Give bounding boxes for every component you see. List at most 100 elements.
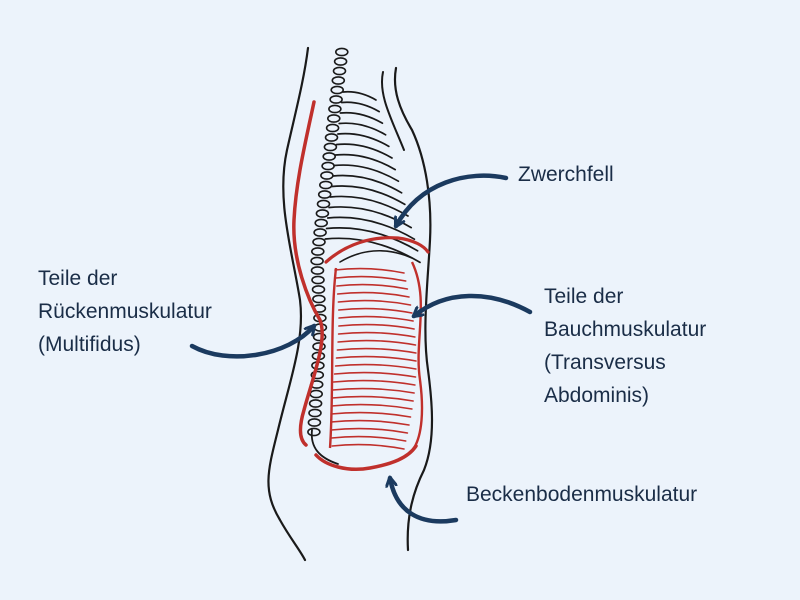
vertebra	[309, 389, 324, 399]
multifidus-muscle-line	[292, 100, 324, 447]
vertebra	[334, 47, 349, 57]
vertebra	[317, 190, 332, 199]
vertebra	[323, 142, 338, 152]
label-zwerchfell-line: Zwerchfell	[518, 163, 614, 186]
transversus-muscle	[328, 261, 424, 450]
transversus-stroke	[331, 387, 415, 394]
rib-line	[329, 195, 409, 217]
label-ruecken-line-1: Teile der	[38, 267, 118, 290]
label-becken-line: Beckenbodenmuskulatur	[466, 483, 698, 506]
vertebra	[311, 275, 325, 285]
vertebra	[329, 95, 343, 104]
transversus-front-wall	[410, 261, 424, 449]
vertebra	[310, 256, 324, 266]
transversus-stroke	[332, 379, 416, 386]
transversus-stroke	[336, 283, 409, 290]
vertebra	[320, 171, 334, 180]
transversus-stroke	[338, 307, 413, 314]
back-outline	[267, 46, 310, 562]
arrow-bauch	[414, 293, 533, 319]
transversus-stroke	[330, 411, 412, 418]
vertebra	[324, 133, 339, 142]
vertebra	[318, 180, 333, 190]
label-ruecken-line-2: Rückenmuskulatur	[38, 300, 212, 323]
pelvic-floor-line	[314, 444, 418, 471]
transversus-stroke	[333, 371, 417, 378]
transversus-stroke	[330, 435, 407, 442]
vertebra	[321, 161, 335, 171]
vertebra	[325, 123, 340, 133]
label-rueckenmuskulatur: Teile der Rückenmuskulatur (Multifidus)	[38, 262, 212, 361]
rib-line	[335, 143, 393, 159]
vertebra	[322, 152, 337, 161]
transversus-stroke	[338, 323, 415, 330]
label-bauch-line-1: Teile der	[544, 285, 624, 308]
vertebra	[331, 76, 346, 85]
transversus-stroke	[330, 427, 409, 434]
chest-outline	[381, 71, 405, 151]
rib-line	[342, 90, 377, 101]
vertebra	[310, 266, 325, 275]
transversus-stroke	[331, 443, 405, 450]
label-bauch-line-3: (Transversus	[544, 351, 666, 374]
rib-line	[339, 111, 384, 125]
vertebra	[313, 228, 327, 237]
pelvic-bowl-outline	[310, 429, 339, 465]
transversus-stroke	[338, 315, 414, 322]
vertebra	[326, 114, 341, 123]
vertebra	[312, 332, 327, 342]
transversus-stroke	[331, 395, 414, 402]
vertebra	[312, 294, 326, 304]
arrow-zwerchfell	[393, 173, 509, 226]
transversus-stroke	[336, 347, 417, 354]
arrow-becken	[390, 478, 459, 524]
transversus-stroke	[334, 363, 417, 370]
label-bauch-line-4: Abdominis)	[544, 384, 650, 407]
transversus-stroke	[334, 267, 405, 274]
transversus-stroke	[337, 331, 416, 338]
front-outline	[393, 66, 434, 552]
label-bauchmuskulatur: Teile der Bauchmuskulatur (Transversus A…	[544, 280, 706, 412]
rib-line	[337, 132, 390, 148]
transversus-stroke	[335, 355, 417, 362]
vertebra	[310, 370, 325, 380]
vertebra	[316, 199, 331, 209]
transversus-stroke	[335, 275, 407, 282]
transversus-stroke	[337, 339, 417, 346]
transversus-stroke	[330, 419, 410, 426]
transversus-back-wall	[328, 267, 338, 449]
vertebra	[332, 66, 347, 76]
vertebra	[307, 418, 322, 427]
rib-line	[326, 216, 416, 241]
vertebra	[328, 104, 342, 114]
diaphragm-line	[324, 236, 430, 264]
rib-line	[338, 122, 387, 136]
vertebra	[308, 408, 322, 418]
transversus-stroke	[337, 299, 412, 306]
diaphragm-base-line	[339, 249, 413, 263]
rib-line	[340, 101, 381, 113]
vertebra	[308, 399, 323, 408]
vertebra	[330, 85, 345, 95]
rib-line	[334, 153, 397, 171]
label-ruecken-line-3: (Multifidus)	[38, 333, 141, 356]
label-bauch-line-2: Bauchmuskulatur	[544, 318, 707, 341]
label-zwerchfell: Zwerchfell	[518, 158, 614, 191]
transversus-stroke	[336, 291, 410, 298]
vertebra	[315, 209, 330, 218]
transversus-stroke	[330, 403, 413, 410]
rib-line	[332, 174, 403, 194]
vertebra	[307, 427, 321, 437]
rib-line	[333, 164, 400, 183]
vertebra	[311, 285, 326, 294]
arrow-ruecken	[189, 326, 317, 359]
vertebra	[333, 57, 348, 66]
vertebra	[312, 237, 326, 247]
vertebra	[314, 218, 329, 228]
vertebra	[310, 247, 325, 256]
label-beckenbodenmuskulatur: Beckenbodenmuskulatur	[466, 478, 697, 511]
rib-line	[325, 227, 419, 252]
rib-line	[330, 185, 406, 206]
